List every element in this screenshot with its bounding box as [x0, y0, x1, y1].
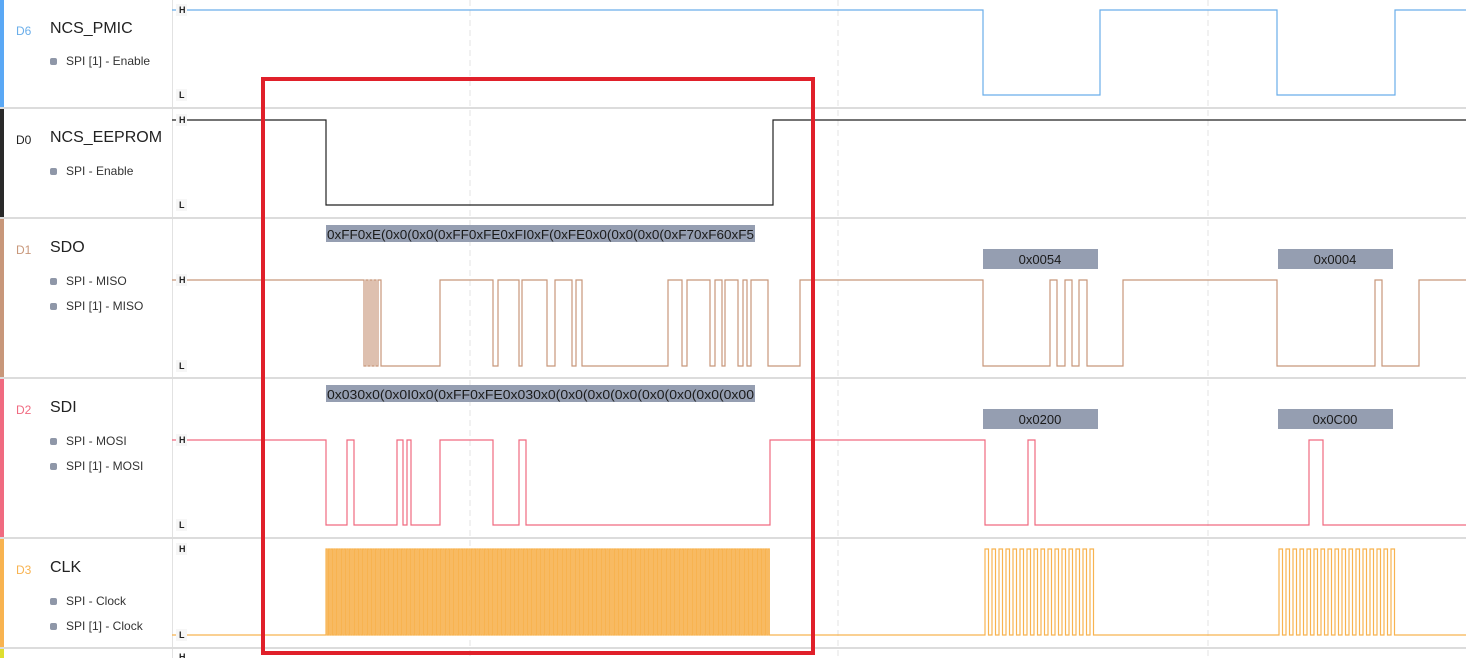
- decoded-value: 0x030x0(0x0I0x0(0xFF0xFE0x030x0(0x0(0x0(…: [327, 387, 754, 402]
- analyzer-dot-icon: [50, 437, 57, 445]
- analyzer-label: SPI - Enable: [66, 164, 134, 178]
- channel-id: D6: [16, 24, 32, 38]
- analyzer-label: SPI [1] - MISO: [66, 299, 144, 313]
- waveform-d6: [172, 9, 1466, 96]
- channel-color-bar: [0, 649, 4, 658]
- channel-color-bar: [0, 0, 4, 107]
- analyzer-tag[interactable]: SPI - MOSI: [50, 434, 127, 448]
- level-label-low: L: [179, 520, 185, 530]
- channel-color-bar: [0, 539, 4, 647]
- decoded-value: 0x0004: [1314, 252, 1357, 267]
- waveform-d2: [172, 439, 1466, 526]
- row-divider: [0, 647, 1466, 649]
- waveform-d0: [172, 119, 1466, 206]
- channel-name[interactable]: NCS_EEPROM: [50, 129, 163, 146]
- channel-name[interactable]: NCS_PMIC: [50, 20, 133, 37]
- level-label-low: L: [179, 200, 185, 210]
- level-label-bg: [176, 274, 187, 286]
- level-label-high: H: [179, 5, 186, 15]
- level-label-bg: [176, 629, 187, 641]
- analyzer-tag[interactable]: SPI - Clock: [50, 594, 126, 608]
- level-label-bg: [176, 114, 187, 126]
- analyzer-dot-icon: [50, 167, 57, 175]
- decoded-frame[interactable]: 0xFF0xE(0x0(0x0(0xFF0xFE0xFI0xF(0xFE0x0(…: [326, 225, 755, 242]
- channel-id: D0: [16, 133, 32, 147]
- level-label-low: L: [179, 630, 185, 640]
- channel-row-d1[interactable]: D1 SDO SPI - MISO SPI [1] - MISO: [0, 219, 172, 377]
- channel-name[interactable]: SDO: [50, 239, 85, 256]
- decoded-value: 0x0054: [1019, 252, 1062, 267]
- level-label-low: L: [179, 361, 185, 371]
- analyzer-tag[interactable]: SPI [1] - MOSI: [50, 459, 143, 473]
- decoded-value: 0xFF0xE(0x0(0x0(0xFF0xFE0xFI0xF(0xFE0x0(…: [327, 227, 754, 242]
- analyzer-dot-icon: [50, 302, 57, 310]
- analyzer-tag[interactable]: SPI [1] - Clock: [50, 619, 143, 633]
- analyzer-tag[interactable]: SPI - Enable: [50, 164, 133, 178]
- analyzer-label: SPI - MOSI: [66, 434, 127, 448]
- analyzer-tag[interactable]: SPI [1] - MISO: [50, 299, 143, 313]
- level-label-low: L: [179, 90, 185, 100]
- decoded-frame[interactable]: 0x0054: [983, 249, 1098, 269]
- level-label-high: H: [179, 435, 186, 445]
- analyzer-label: SPI [1] - Clock: [66, 619, 143, 633]
- channel-color-bar: [0, 109, 4, 217]
- level-label-bg: [176, 543, 187, 555]
- level-label-high: H: [179, 652, 186, 658]
- level-label-high: H: [179, 115, 186, 125]
- decoded-frame[interactable]: 0x0200: [983, 409, 1098, 429]
- analyzer-dot-icon: [50, 57, 57, 65]
- channel-row-partial[interactable]: [0, 649, 172, 658]
- decoded-frame[interactable]: 0x0004: [1278, 249, 1393, 269]
- decoded-frame[interactable]: 0x0C00: [1278, 409, 1393, 429]
- channel-id: D1: [16, 243, 32, 257]
- analyzer-tag[interactable]: SPI [1] - Enable: [50, 54, 150, 68]
- channel-list: D6 NCS_PMIC SPI [1] - Enable D0 NCS_EEPR…: [0, 0, 173, 658]
- channel-id: D3: [16, 563, 32, 577]
- analyzer-dot-icon: [50, 597, 57, 605]
- level-label-bg: [176, 89, 187, 101]
- row-divider: [0, 107, 1466, 109]
- row-divider: [0, 377, 1466, 379]
- analyzer-dot-icon: [50, 277, 57, 285]
- waveform-d3: [172, 548, 1466, 636]
- channel-name[interactable]: CLK: [50, 559, 82, 576]
- channel-color-bar: [0, 379, 4, 537]
- level-label-bg: [176, 4, 187, 16]
- analyzer-label: SPI - MISO: [66, 274, 127, 288]
- waveform-d1: [172, 279, 1466, 367]
- analyzer-label: SPI [1] - Enable: [66, 54, 151, 68]
- channel-row-d0[interactable]: D0 NCS_EEPROM SPI - Enable: [0, 109, 172, 217]
- channel-row-d3[interactable]: D3 CLK SPI - Clock SPI [1] - Clock: [0, 539, 172, 647]
- highlight-box: [261, 77, 815, 655]
- decoded-frame[interactable]: 0x030x0(0x0I0x0(0xFF0xFE0x030x0(0x0(0x0(…: [326, 385, 755, 402]
- level-label-bg: [176, 199, 187, 211]
- analyzer-tag[interactable]: SPI - MISO: [50, 274, 127, 288]
- channel-color-bar: [0, 219, 4, 377]
- decoded-value: 0x0C00: [1313, 412, 1358, 427]
- channel-row-d2[interactable]: D2 SDI SPI - MOSI SPI [1] - MOSI: [0, 379, 172, 537]
- analyzer-dot-icon: [50, 622, 57, 630]
- decoded-value: 0x0200: [1019, 412, 1062, 427]
- level-label-high: H: [179, 275, 186, 285]
- analyzer-label: SPI - Clock: [66, 594, 127, 608]
- row-divider: [0, 537, 1466, 539]
- level-label-bg: [176, 519, 187, 531]
- level-label-bg: [176, 434, 187, 446]
- level-label-bg: [176, 360, 187, 372]
- channel-row-d6[interactable]: D6 NCS_PMIC SPI [1] - Enable: [0, 0, 172, 107]
- channel-name[interactable]: SDI: [50, 399, 77, 416]
- row-divider: [0, 217, 1466, 219]
- analyzer-label: SPI [1] - MOSI: [66, 459, 144, 473]
- level-label-high: H: [179, 544, 186, 554]
- analyzer-dot-icon: [50, 462, 57, 470]
- channel-id: D2: [16, 403, 32, 417]
